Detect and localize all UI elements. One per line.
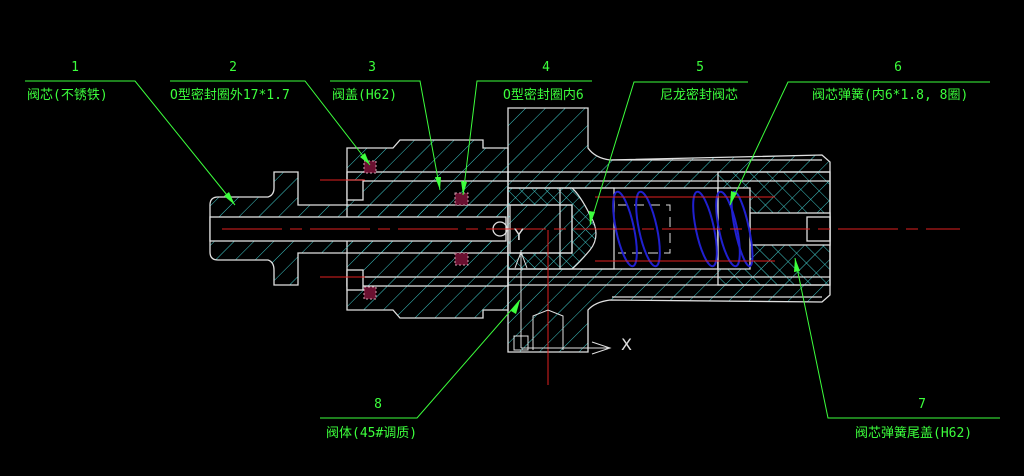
ucs-x-label: X	[621, 335, 632, 354]
o-rings	[363, 160, 469, 300]
nylon-seal-core	[507, 187, 597, 270]
callout-number-6: 6	[894, 60, 902, 75]
callout-number-2: 2	[229, 60, 237, 75]
spring-guide	[618, 204, 671, 254]
centerlines	[222, 179, 960, 385]
callout-number-5: 5	[696, 60, 704, 75]
leader-arrowheads	[224, 153, 800, 314]
callout-label-4: O型密封圈内6	[503, 88, 584, 103]
callout-label-2: O型密封圈外17*1.7	[170, 88, 290, 103]
callout-number-8: 8	[374, 397, 382, 412]
callout-number-4: 4	[542, 60, 550, 75]
callout-number-3: 3	[368, 60, 376, 75]
callout-label-3: 阀盖(H62)	[332, 88, 398, 103]
callout-label-7: 阀芯弹簧尾盖(H62)	[855, 426, 973, 441]
valve-core	[209, 171, 573, 286]
valve-spring	[612, 190, 754, 268]
ucs-y-label: Y	[513, 225, 524, 244]
callout-label-1: 阀芯(不锈铁)	[27, 88, 108, 103]
callout-label-8: 阀体(45#调质)	[326, 426, 418, 441]
ucs-icon	[513, 250, 612, 355]
callout-number-1: 1	[71, 60, 79, 75]
leader-lines	[25, 80, 1000, 419]
callout-label-5: 尼龙密封阀芯	[660, 88, 739, 103]
callout-number-7: 7	[918, 397, 926, 412]
callout-label-6: 阀芯弹簧(内6*1.8, 8圈)	[812, 88, 969, 103]
